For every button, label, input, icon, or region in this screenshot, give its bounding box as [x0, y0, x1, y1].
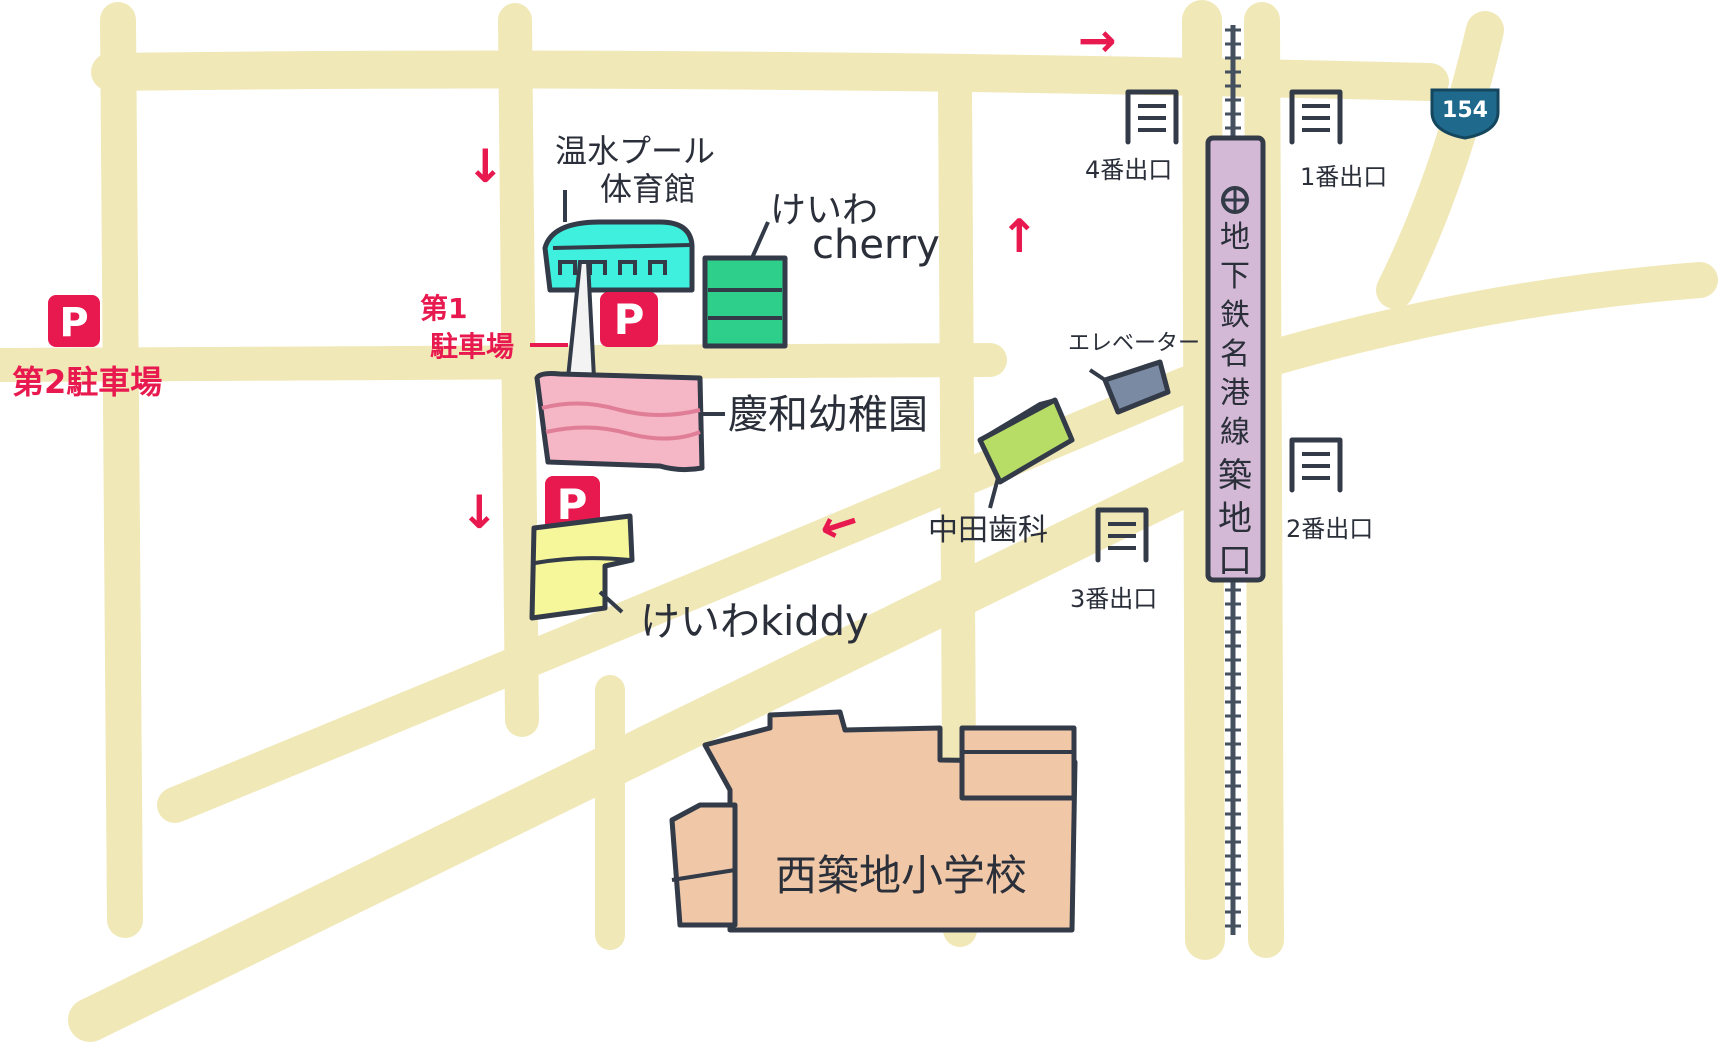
- arrow-up-icon: ↑: [1000, 209, 1039, 263]
- arrow-right-icon: →: [1078, 13, 1117, 67]
- dental-label: 中田歯科: [928, 513, 1048, 548]
- road-route154: [1376, 11, 1504, 309]
- exit-3-label: 3番出口: [1070, 585, 1157, 613]
- pool-label-line2: 体育館: [600, 170, 696, 208]
- arrow-down-icon-2: ↓: [460, 485, 499, 539]
- parking-2-symbol: P: [59, 300, 88, 346]
- station-char-5: 港: [1220, 376, 1250, 411]
- exit-3: 3番出口: [1070, 507, 1157, 613]
- road-vertical-2: [498, 3, 539, 737]
- station-char-8: 地: [1218, 499, 1252, 539]
- parking-2: P 第2駐車場: [12, 295, 162, 401]
- parking-icon: [48, 295, 100, 347]
- kiddy-label: けいわkiddy: [640, 599, 869, 645]
- pool-label-line1: 温水プール: [555, 132, 715, 170]
- station-char-6: 線: [1220, 415, 1250, 450]
- kindergarten-building: [534, 371, 725, 473]
- exit-2: 2番出口: [1286, 437, 1373, 543]
- kiddy-building: [529, 513, 635, 621]
- parking-1-symbol: P: [614, 295, 645, 344]
- school-label: 西築地小学校: [775, 851, 1027, 900]
- parking-1-label-line1: 第1: [420, 292, 467, 325]
- elevator-label: エレベーター: [1068, 331, 1200, 356]
- route-shield-icon: 154: [1430, 88, 1500, 140]
- kindergarten-label: 慶和幼稚園: [728, 392, 928, 438]
- school-building: [669, 709, 1078, 933]
- cherry-label-line1: けいわ: [770, 190, 878, 231]
- rail-ties: [1225, 28, 1241, 928]
- station-char-4: 名: [1220, 337, 1250, 372]
- dental-building: [977, 397, 1075, 509]
- station-char-7: 築: [1218, 456, 1252, 496]
- parking-icon: [600, 292, 658, 347]
- parking-icon: [545, 476, 600, 531]
- exit-4: 4番出口: [1085, 89, 1179, 184]
- road-diagonal-lower: [68, 458, 1217, 1042]
- cherry-building: [702, 221, 788, 349]
- parking-2-label: 第2駐車場: [12, 363, 162, 401]
- subway-logo-icon: [1221, 186, 1249, 214]
- road-mid-horizontal: [0, 343, 1007, 382]
- exit-2-label: 2番出口: [1286, 515, 1373, 543]
- exit-1-label: 1番出口: [1300, 163, 1387, 191]
- cherry-label-line2: cherry: [812, 222, 940, 268]
- elevator-icon: [1088, 359, 1171, 415]
- station-building: 地 下 鉄 名 港 線 築 地 口: [1205, 135, 1266, 583]
- station-char-9: 口: [1218, 541, 1252, 581]
- stairs-icon: [1289, 89, 1343, 145]
- station-char-3: 鉄: [1220, 298, 1250, 333]
- route-number: 154: [1442, 98, 1488, 123]
- stairs-icon: [1125, 89, 1179, 145]
- station-char-2: 下: [1220, 259, 1250, 294]
- exit-4-label: 4番出口: [1085, 156, 1172, 184]
- parking-1-label-line2: 駐車場: [430, 330, 514, 363]
- station-char-1: 地: [1220, 220, 1250, 255]
- exit-1: 1番出口: [1289, 89, 1387, 191]
- road-left-vertical: [100, 2, 143, 938]
- stairs-icon: [1289, 437, 1343, 493]
- stairs-icon: [1095, 507, 1149, 563]
- arrow-down-icon: ↓: [466, 139, 505, 193]
- parking-1: P 第1 駐車場: [420, 292, 658, 363]
